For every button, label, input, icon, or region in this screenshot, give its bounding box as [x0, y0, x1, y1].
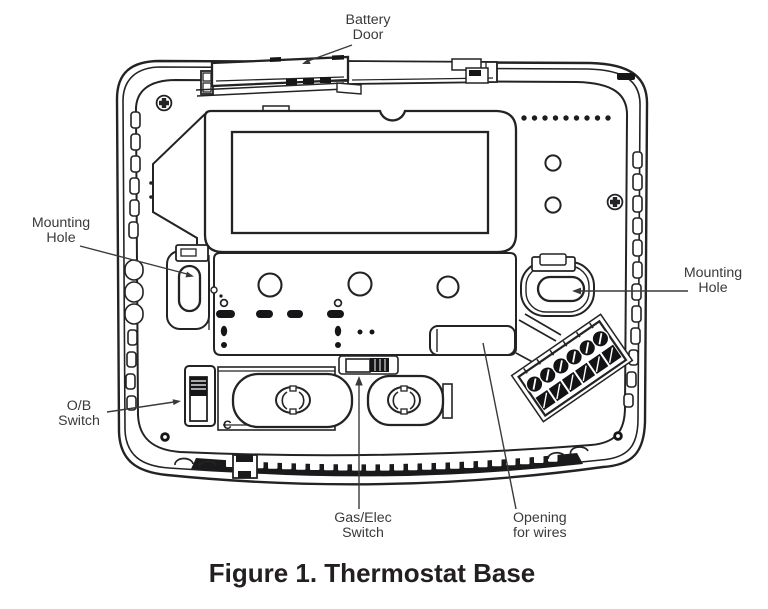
display-window: [203, 105, 518, 254]
leader-mounting-left: [79, 245, 188, 275]
arrowhead-gas-elec: [355, 376, 363, 386]
ob-switch: [184, 365, 216, 427]
button-holes-upper: [544, 154, 562, 214]
figure-caption: Figure 1. Thermostat Base: [208, 558, 536, 588]
arrowhead-battery-door: [302, 58, 311, 64]
arrowhead-mounting-left: [185, 271, 194, 278]
mounting-hole-left: [166, 244, 210, 330]
mounting-hole-left-slot: [177, 264, 202, 313]
vent-dot-row: [521, 115, 611, 121]
label-opening-for-wires: Opening for wires: [513, 510, 567, 541]
mounting-hole-right: [520, 253, 595, 317]
left-rim-ribs: [124, 111, 144, 411]
mounting-hole-right-slot: [536, 275, 586, 303]
battery-housing-left: [217, 366, 354, 431]
battery-housing-right: [366, 374, 453, 427]
wire-opening: [429, 313, 562, 367]
bottom-vent-band: [174, 446, 589, 479]
lcd-opening: [230, 130, 490, 235]
arrowhead-ob-switch: [172, 399, 181, 406]
display-molding: [149, 113, 206, 251]
terminal-screws: [525, 329, 610, 393]
corner-screws: [155, 94, 624, 211]
leader-lines: [79, 44, 688, 510]
ob-switch-knob: [190, 377, 207, 396]
screw-hole-donuts: [160, 431, 623, 442]
terminal-block: [510, 313, 634, 423]
label-ob-switch: O/B Switch: [58, 398, 100, 429]
label-gas-elec-switch: Gas/Elec Switch: [334, 510, 392, 541]
battery-door: [195, 55, 635, 97]
arrowhead-mounting-right: [572, 287, 581, 295]
label-mounting-hole-left: Mounting Hole: [31, 215, 91, 246]
leader-battery-door: [307, 44, 353, 62]
leader-opening-for-wires: [482, 342, 517, 510]
label-mounting-hole-right: Mounting Hole: [683, 265, 743, 296]
gas-elec-switch: [338, 355, 399, 375]
leader-ob-switch: [106, 401, 175, 413]
label-battery-door: Battery Door: [345, 12, 391, 43]
c-marking: C: [223, 418, 232, 432]
